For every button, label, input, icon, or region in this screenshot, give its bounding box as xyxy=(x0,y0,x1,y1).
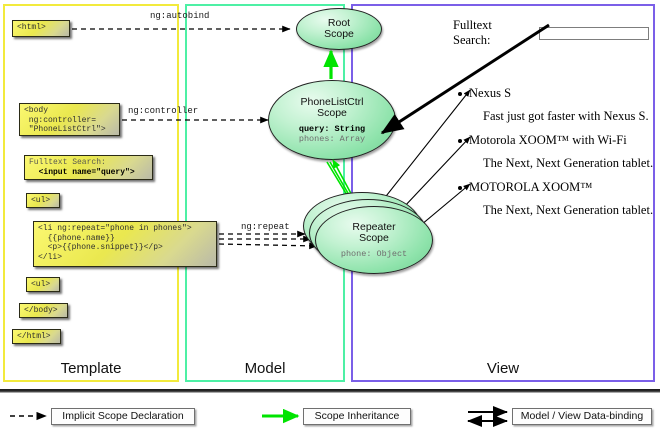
list-bullet xyxy=(458,139,462,143)
legend-item-implicit-scope-declaration: Implicit Scope Declaration xyxy=(51,408,195,425)
phone-name: Motorola XOOM™ with Wi-Fi xyxy=(469,133,627,147)
column-label-view: View xyxy=(486,360,520,377)
code-box-body-open: <body ng:controller= "PhoneListCtrl"> xyxy=(19,103,120,136)
code-box-ul-close: <ul> xyxy=(26,277,60,292)
legend-item-data-binding: Model / View Data-binding xyxy=(512,408,652,425)
code-box-li-repeat: <li ng:repeat="phone in phones"> {{phone… xyxy=(33,221,217,267)
phone-snippet: The Next, Next Generation tablet. xyxy=(483,203,654,217)
fulltext-search-label: Fulltext Search: xyxy=(453,18,492,47)
code-box-html-close: </html> xyxy=(12,329,61,344)
view-panel: Fulltext Search: Nexus S Fast just got f… xyxy=(357,10,653,362)
legend-item-scope-inheritance: Scope Inheritance xyxy=(303,408,411,425)
code-box-ul-open: <ul> xyxy=(26,193,60,208)
column-label-template: Template xyxy=(60,360,122,377)
phone-snippet: Fast just got faster with Nexus S. xyxy=(483,109,649,123)
phone-snippet: The Next, Next Generation tablet. xyxy=(483,156,654,170)
fulltext-search-input[interactable] xyxy=(539,26,649,40)
code-box-html-open: <html> xyxy=(12,20,70,37)
column-model xyxy=(185,4,345,382)
label-ng-repeat: ng:repeat xyxy=(241,222,290,232)
legend-divider xyxy=(0,389,660,393)
list-bullet xyxy=(458,186,462,190)
label-ng-autobind: ng:autobind xyxy=(150,11,210,21)
phone-name: MOTOROLA XOOM™ xyxy=(469,180,593,194)
view-search-row: Fulltext Search: xyxy=(453,18,649,48)
label-ng-controller: ng:controller xyxy=(128,106,199,116)
code-box-body-close: </body> xyxy=(19,303,68,318)
phone-name: Nexus S xyxy=(469,86,512,100)
column-label-model: Model xyxy=(244,360,286,377)
code-box-fulltext-search: Fulltext Search: <input name="query"> xyxy=(24,155,153,180)
list-bullet xyxy=(458,92,462,96)
